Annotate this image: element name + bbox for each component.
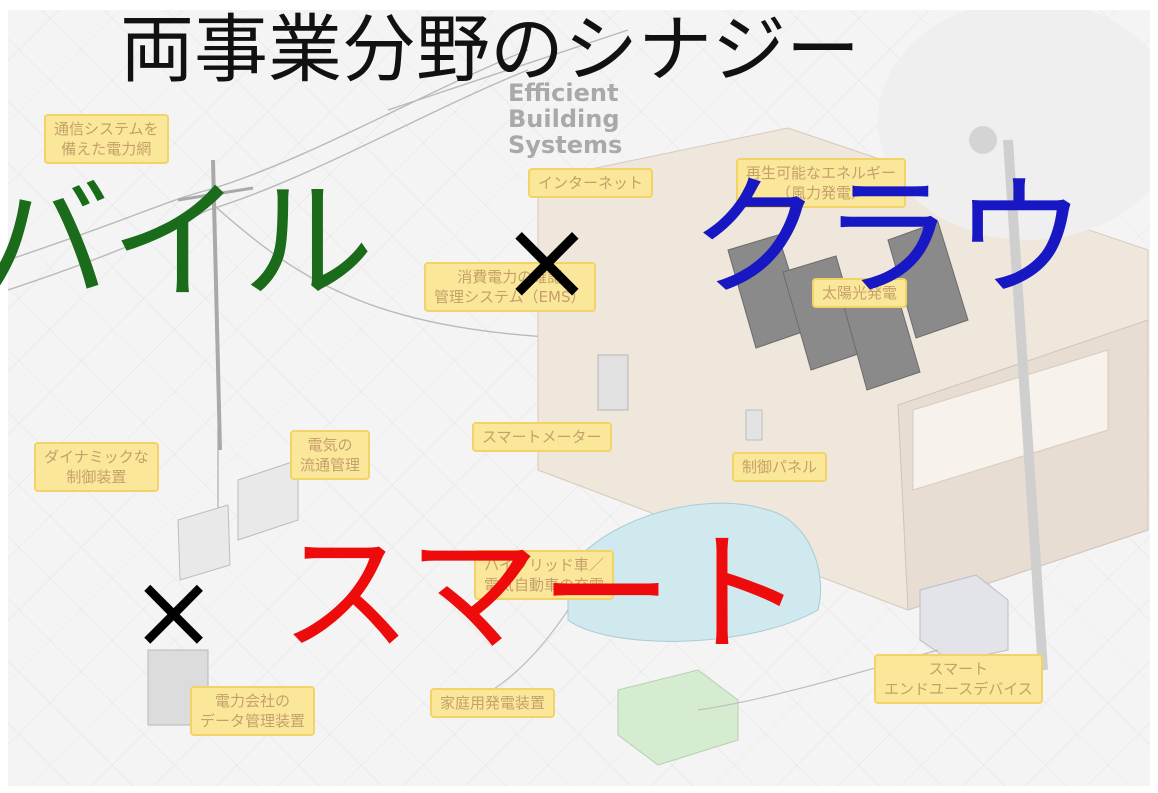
- brand-line-3: Systems: [508, 131, 623, 159]
- label-distribution: 電気の 流通管理: [290, 430, 371, 480]
- efficient-building-systems-logo: Efficient Building Systems: [508, 80, 622, 158]
- label-internet: インターネット: [528, 168, 654, 198]
- headline-smart: スマート: [280, 518, 805, 672]
- label-home-gen: 家庭用発電装置: [430, 688, 556, 718]
- brand-line-2: Building: [508, 105, 620, 133]
- brand-line-1: Efficient: [508, 79, 619, 107]
- slide-title: 両事業分野のシナジー: [120, 7, 860, 93]
- times-sign-1: ×: [500, 196, 594, 326]
- label-smart-meter: スマートメーター: [472, 422, 612, 452]
- label-solar: 太陽光発電: [812, 278, 908, 308]
- label-hybrid: ハイブリッド車／ 電気自動車の充電: [474, 550, 615, 600]
- label-control-panel: 制御パネル: [732, 452, 828, 482]
- label-renewable: 再生可能なエネルギー （風力発電）: [736, 158, 907, 208]
- label-comm-grid: 通信システムを 備えた電力網: [44, 114, 169, 164]
- diagram-illustration: [8, 10, 1150, 766]
- headline-cloud: クラウ: [690, 162, 1086, 316]
- label-ems: 消費電力の確認 管理システム（EMS）: [424, 262, 596, 312]
- smart-grid-diagram: Efficient Building Systems 通信システムを 備えた電力…: [8, 10, 1150, 786]
- headline-mobile: バイル: [0, 166, 374, 320]
- label-dynamic-control: ダイナミックな 制御装置: [34, 442, 159, 492]
- label-data-mgmt: 電力会社の データ管理装置: [190, 686, 316, 736]
- times-sign-2: ×: [130, 550, 218, 672]
- label-end-use: スマート エンドユースデバイス: [874, 654, 1043, 704]
